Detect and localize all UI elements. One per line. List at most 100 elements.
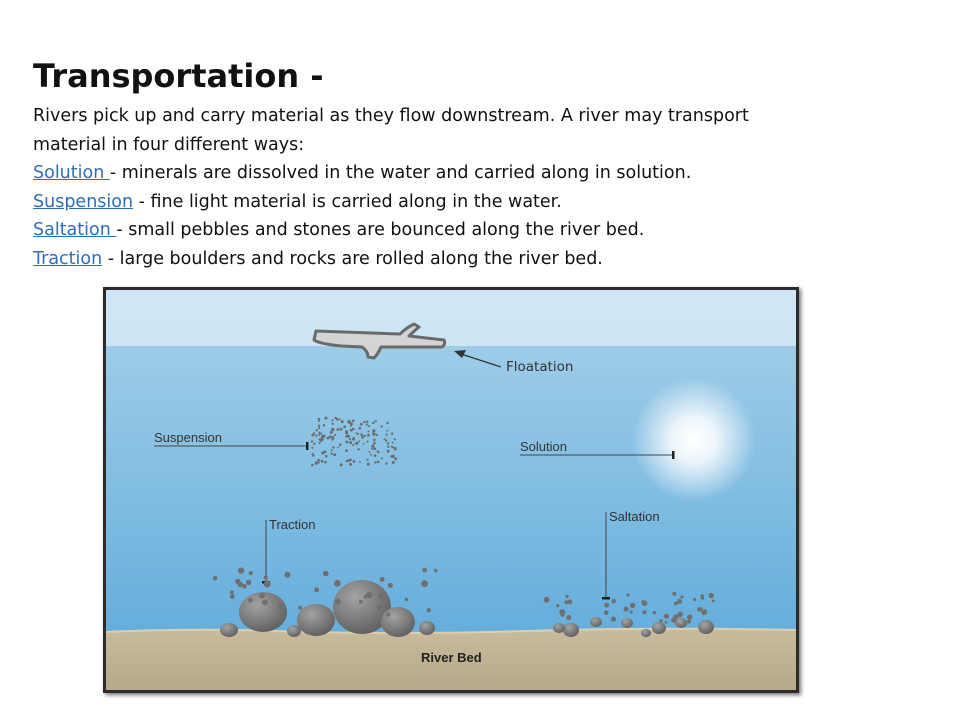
suspended-particle (317, 461, 320, 464)
pebble (378, 593, 385, 600)
suspended-particle (355, 441, 359, 445)
suspended-particle (318, 438, 321, 441)
suspended-particle (338, 418, 341, 421)
suspended-particle (322, 434, 326, 438)
traction-label: Traction (269, 517, 315, 532)
pebble (565, 594, 569, 599)
river-bed (106, 628, 796, 690)
suspended-particle (394, 457, 397, 461)
suspended-particle (358, 440, 361, 443)
suspended-particle (359, 422, 363, 426)
suspended-particle (352, 443, 355, 446)
suspended-particle (363, 434, 367, 437)
suspended-particle (367, 430, 370, 433)
pebble (672, 591, 677, 596)
suspended-particle (331, 438, 334, 441)
suspended-particle (366, 458, 369, 461)
diagram-canvas: Floatation Suspension Solution Traction … (106, 290, 796, 690)
pebble (610, 616, 616, 622)
suspended-particle (323, 424, 326, 427)
pebble (387, 582, 393, 588)
traction-link[interactable]: Traction (33, 248, 103, 269)
suspended-particle (380, 457, 383, 460)
pebble (560, 613, 565, 617)
definition-suspension: Suspension - fine light material is carr… (33, 188, 933, 217)
suspended-particle (318, 433, 321, 436)
pebble (263, 575, 268, 580)
suspended-particle (320, 459, 324, 463)
pebble (697, 607, 702, 612)
suspension-particles (310, 416, 397, 467)
slide-body: Rivers pick up and carry material as the… (33, 102, 933, 273)
pebble (642, 610, 647, 615)
suspended-particle (352, 427, 355, 431)
pebble (604, 602, 610, 608)
suspended-particle (318, 420, 320, 423)
suspended-particle (367, 425, 370, 428)
suspended-particle (390, 445, 393, 448)
pebble (278, 603, 286, 611)
suspended-particle (332, 446, 335, 449)
pebble (237, 581, 243, 588)
suspended-particle (363, 420, 366, 424)
pebble (701, 609, 707, 615)
suspended-particle (385, 439, 388, 442)
saltation-pebbles (543, 591, 715, 624)
suspended-particle (372, 421, 375, 425)
suspended-particle (343, 425, 347, 429)
suspended-particle (311, 463, 314, 467)
definition-text: - fine light material is carried along i… (133, 191, 562, 212)
saltation-stones (553, 617, 714, 637)
dissolved-glow (632, 378, 756, 502)
suspended-particle (320, 432, 323, 435)
pebble (543, 596, 550, 603)
definition-traction: Traction - large boulders and rocks are … (33, 245, 933, 274)
suspension-label: Suspension (154, 430, 222, 445)
suspended-particle (386, 429, 389, 432)
river-bed-label: River Bed (421, 650, 482, 665)
floating-log (312, 322, 447, 360)
boulder (287, 625, 301, 637)
suspended-particle (387, 445, 390, 448)
suspended-particle (314, 461, 318, 465)
pebble (687, 614, 693, 620)
pebble (629, 610, 633, 614)
pebble (238, 567, 245, 574)
pebble (322, 570, 329, 577)
pebble (611, 598, 616, 604)
suspended-particle (367, 433, 370, 437)
suspended-particle (391, 432, 394, 435)
intro-line: material in four different ways: (33, 134, 305, 155)
pebble (652, 610, 656, 615)
pebble (677, 598, 683, 604)
pebble (366, 591, 373, 599)
boulder (333, 580, 391, 634)
suspended-particle (357, 448, 360, 451)
pebble (246, 579, 252, 586)
suspended-particle (324, 460, 327, 464)
suspended-particle (345, 459, 349, 463)
suspended-particle (331, 427, 335, 432)
suspension-link[interactable]: Suspension (33, 191, 134, 212)
suspended-particle (360, 433, 363, 436)
suspended-particle (340, 420, 344, 424)
pebble (680, 595, 684, 599)
suspended-particle (391, 441, 394, 444)
suspended-particle (348, 438, 351, 441)
suspended-particle (373, 454, 377, 457)
traction-pebbles (212, 567, 438, 617)
suspended-particle (318, 441, 321, 444)
suspended-particle (373, 442, 376, 445)
pebble (363, 594, 368, 599)
pebble (663, 613, 670, 619)
solution-link[interactable]: Solution (33, 163, 110, 183)
pebble (433, 568, 438, 573)
suspended-particle (391, 461, 395, 464)
saltation-link[interactable]: Saltation (33, 220, 117, 240)
pebble (659, 619, 663, 623)
suspended-particle (345, 440, 349, 444)
suspended-particle (349, 441, 353, 445)
suspended-particle (371, 447, 374, 450)
pebble (623, 606, 629, 612)
